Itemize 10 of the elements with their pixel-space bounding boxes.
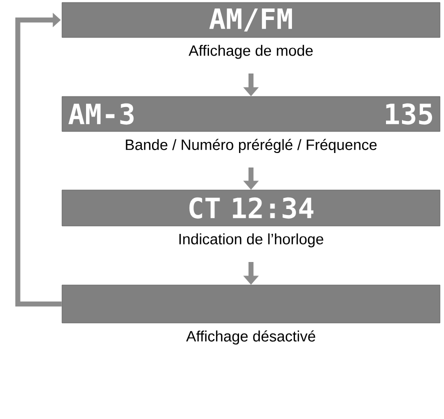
display-panel: AM/FM xyxy=(62,2,440,38)
node-label: Affichage de mode xyxy=(188,44,313,59)
node-label: AM-3 xyxy=(68,103,134,125)
arrow xyxy=(15,12,62,306)
display-panel: AM-3 135 xyxy=(62,96,440,132)
node-label: 135 xyxy=(386,103,432,125)
display-panel: CT 12:34 xyxy=(62,190,440,226)
node-label: Bande / Numéro préréglé / Fréquence xyxy=(126,138,377,154)
node-label: Indication de l’horloge xyxy=(179,233,324,248)
node-label: Affichage désactivé xyxy=(186,330,316,345)
